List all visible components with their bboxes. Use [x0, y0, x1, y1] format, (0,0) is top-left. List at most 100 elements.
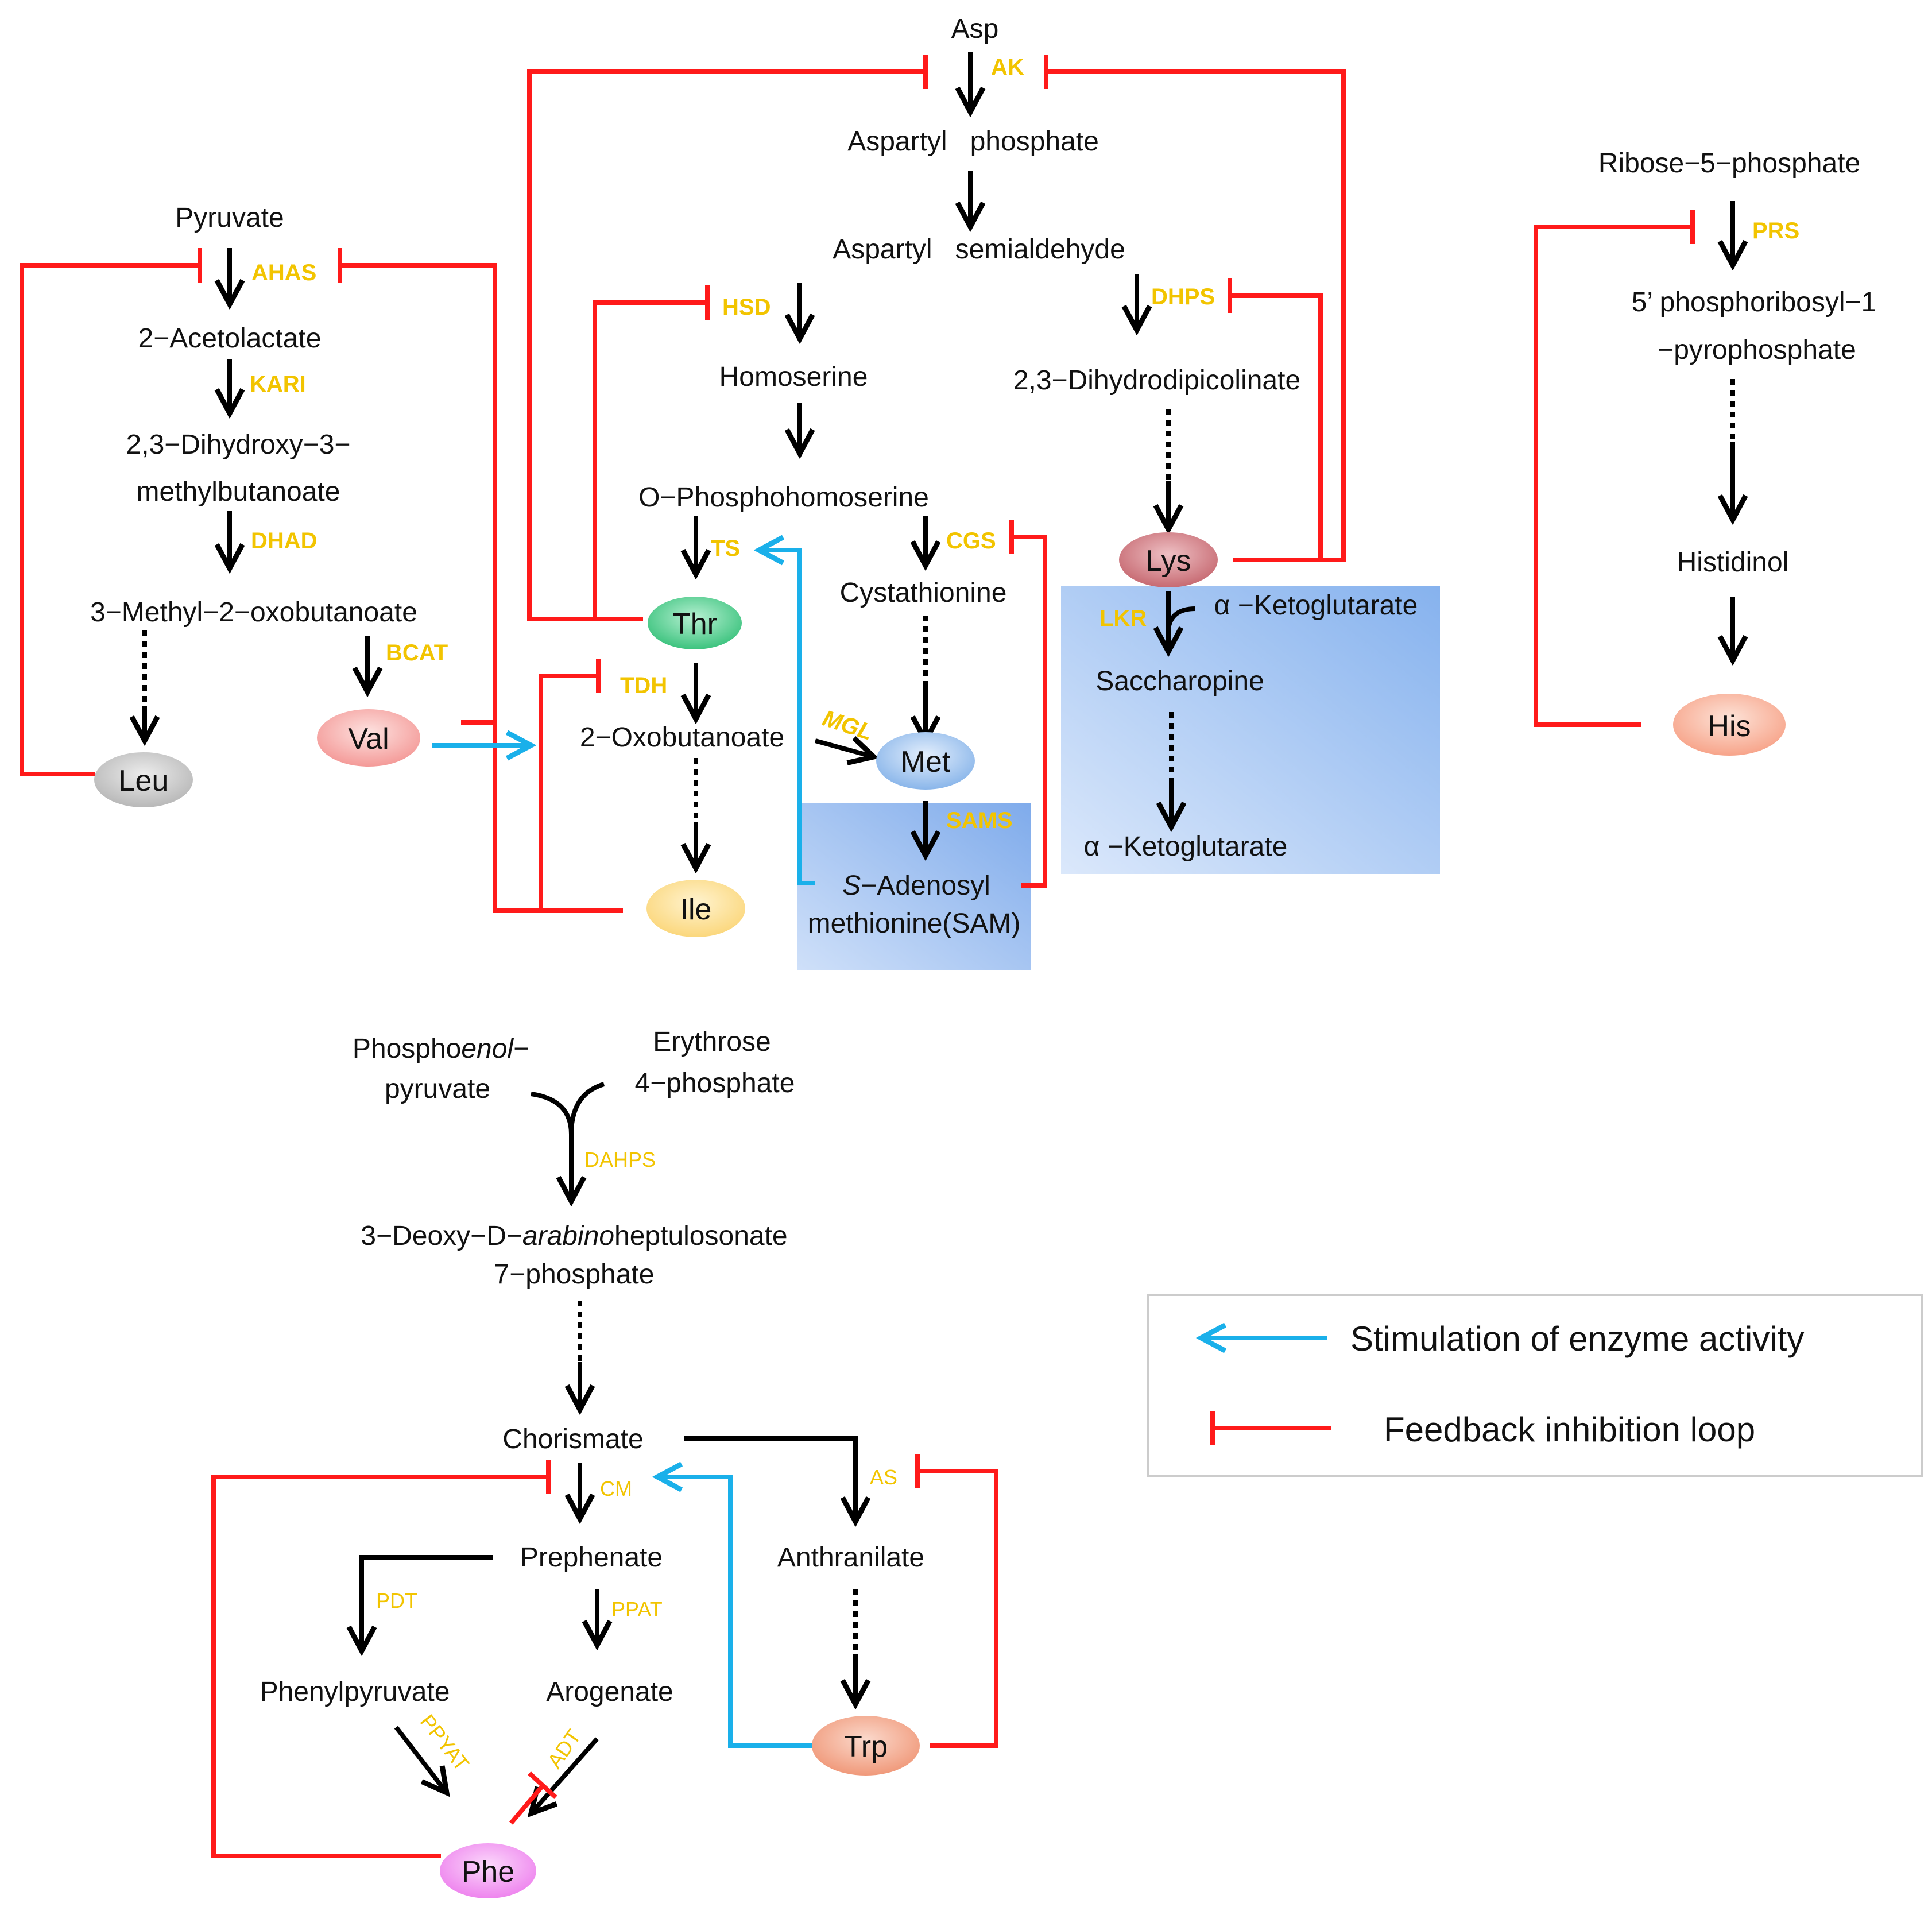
- lysine-catabolism-compartment: [1061, 586, 1440, 874]
- sam-cgs-inhibition: [1012, 535, 1047, 888]
- aspartyl-phosphate-label: Aspartyl phosphate: [847, 126, 1099, 157]
- enzyme-ts: TS: [711, 536, 740, 561]
- o-phosphohomoserine-label: O−Phosphohomoserine: [638, 482, 929, 513]
- legend: Stimulation of enzyme activity Feedback …: [1147, 1294, 1923, 1477]
- anthranilate-label: Anthranilate: [777, 1542, 924, 1573]
- svg-text:Trp: Trp: [844, 1730, 888, 1763]
- metabolite-labels: Asp Aspartyl phosphate Aspartyl semialde…: [90, 14, 1876, 1707]
- pep-e4p-merge: [531, 1082, 605, 1135]
- chorismate-to-anthranilate-arrow: [684, 1436, 855, 1522]
- val-ile-ahas-inhibition: [340, 263, 497, 725]
- his-prs-inhibition: [1534, 225, 1693, 727]
- dihydroxy-label-line1: 2,3−Dihydroxy−3−: [126, 430, 351, 460]
- svg-text:Lys: Lys: [1146, 544, 1191, 578]
- his-node: His: [1673, 694, 1786, 756]
- methyl-oxobutanoate-label: 3−Methyl−2−oxobutanoate: [90, 597, 417, 628]
- cystathionine-label: Cystathionine: [840, 578, 1007, 608]
- trp-as-inhibition: [917, 1469, 998, 1748]
- homoserine-label: Homoserine: [719, 362, 868, 392]
- enzyme-sams: SAMS: [946, 808, 1013, 833]
- phenylpyruvate-to-phe-arrow: [394, 1726, 447, 1793]
- enzyme-dhad: DHAD: [251, 528, 318, 554]
- thr-lys-ak-inhibition-left: [527, 69, 926, 621]
- pyruvate-family-pathway: [20, 248, 367, 776]
- pep-label-line2: pyruvate: [385, 1074, 490, 1104]
- arogenate-to-phe-arrow: [531, 1737, 599, 1813]
- legend-box: [1147, 1294, 1923, 1477]
- lys-dhps-inhibition: [1230, 293, 1323, 560]
- enzyme-ahas: AHAS: [251, 260, 316, 285]
- thr-hsd-inhibition: [593, 300, 707, 619]
- enzyme-prs: PRS: [1752, 218, 1799, 243]
- met-node: Met: [876, 732, 975, 790]
- asp-label: Asp: [951, 14, 999, 44]
- histidine-pathway: [1534, 201, 1733, 727]
- erythrose-label-line1: Erythrose: [653, 1027, 771, 1057]
- histidinol-label: Histidinol: [1677, 547, 1789, 578]
- prpp-label-line1: 5’ phosphoribosyl−1: [1632, 287, 1877, 318]
- legend-inhibition-label: Feedback inhibition loop: [1384, 1410, 1755, 1449]
- enzyme-cm: CM: [600, 1477, 632, 1500]
- enzyme-cgs: CGS: [946, 528, 996, 554]
- sam-label-line2: methionine(SAM): [808, 908, 1021, 939]
- pyruvate-label: Pyruvate: [175, 203, 284, 233]
- enzyme-mgl: MGL: [819, 706, 876, 745]
- aspartyl-semialdehyde-label: Aspartyl semialdehyde: [833, 234, 1125, 265]
- enzyme-dahps: DAHPS: [584, 1148, 656, 1171]
- svg-text:His: His: [1708, 710, 1751, 743]
- enzyme-adt: ADT: [543, 1725, 586, 1773]
- pep-label-line1: Phosphoenol−: [353, 1034, 529, 1064]
- ketoglutarate-input-label: α −Ketoglutarate: [1214, 590, 1418, 621]
- arogenate-label: Arogenate: [546, 1677, 673, 1707]
- saccharopine-label: Saccharopine: [1095, 666, 1264, 697]
- enzyme-bcat: BCAT: [386, 640, 448, 666]
- sam-ts-stimulation: [759, 550, 815, 885]
- enzyme-dhps: DHPS: [1151, 284, 1215, 310]
- svg-text:Phe: Phe: [462, 1855, 515, 1889]
- phe-node: Phe: [440, 1843, 536, 1898]
- leu-node: Leu: [94, 752, 193, 807]
- lys-ak-inhibition-right: [1046, 69, 1346, 562]
- erythrose-label-line2: 4−phosphate: [635, 1068, 795, 1098]
- phe-cm-inhibition: [211, 1475, 548, 1858]
- ketoglutarate-input-curve: [1166, 606, 1196, 629]
- aspartate-family-pathway: [338, 52, 1346, 913]
- dihydrodipicolinate-label: 2,3−Dihydrodipicolinate: [1013, 365, 1300, 396]
- prephenate-to-phenylpyruvate-arrow: [362, 1555, 493, 1651]
- enzyme-hsd: HSD: [722, 295, 771, 320]
- dahp-label-line1: 3−Deoxy−D−arabinoheptulosonate: [361, 1221, 787, 1251]
- val-node: Val: [317, 709, 420, 767]
- aromatic-pathway: [211, 1082, 998, 1858]
- enzyme-tdh: TDH: [620, 673, 667, 698]
- prpp-label-line2: −pyrophosphate: [1658, 335, 1856, 365]
- svg-text:Met: Met: [901, 745, 951, 779]
- lys-node: Lys: [1119, 532, 1218, 587]
- ile-node: Ile: [646, 880, 745, 937]
- oxobutanoate-to-met-arrow: [814, 741, 874, 757]
- sam-label-line1: S−Adenosyl: [842, 871, 990, 901]
- svg-text:Val: Val: [348, 722, 389, 756]
- ribose-label: Ribose−5−phosphate: [1598, 148, 1860, 179]
- prephenate-label: Prephenate: [520, 1542, 663, 1573]
- dahp-label-line2: 7−phosphate: [494, 1259, 655, 1290]
- svg-text:Leu: Leu: [119, 764, 169, 798]
- enzyme-lkr: LKR: [1099, 606, 1147, 631]
- thr-node: Thr: [648, 597, 742, 649]
- enzyme-pdt: PDT: [376, 1589, 417, 1612]
- legend-stimulation-label: Stimulation of enzyme activity: [1350, 1320, 1804, 1358]
- dihydroxy-label-line2: methylbutanoate: [137, 477, 340, 507]
- phenylpyruvate-label: Phenylpyruvate: [260, 1677, 450, 1707]
- enzyme-ppat: PPAT: [611, 1597, 663, 1621]
- leu-ahas-inhibition: [20, 263, 200, 776]
- enzyme-as: AS: [870, 1465, 897, 1489]
- phe-adt-inhibition: [509, 1784, 545, 1825]
- trp-cm-stimulation: [657, 1477, 814, 1748]
- svg-text:Ile: Ile: [680, 893, 712, 926]
- ketoglutarate-output-label: α −Ketoglutarate: [1084, 831, 1288, 862]
- trp-node: Trp: [812, 1716, 920, 1776]
- enzyme-ak: AK: [991, 55, 1024, 80]
- enzyme-kari: KARI: [250, 372, 306, 397]
- oxobutanoate-label: 2−Oxobutanoate: [580, 722, 784, 753]
- acetolactate-label: 2−Acetolactate: [138, 323, 322, 354]
